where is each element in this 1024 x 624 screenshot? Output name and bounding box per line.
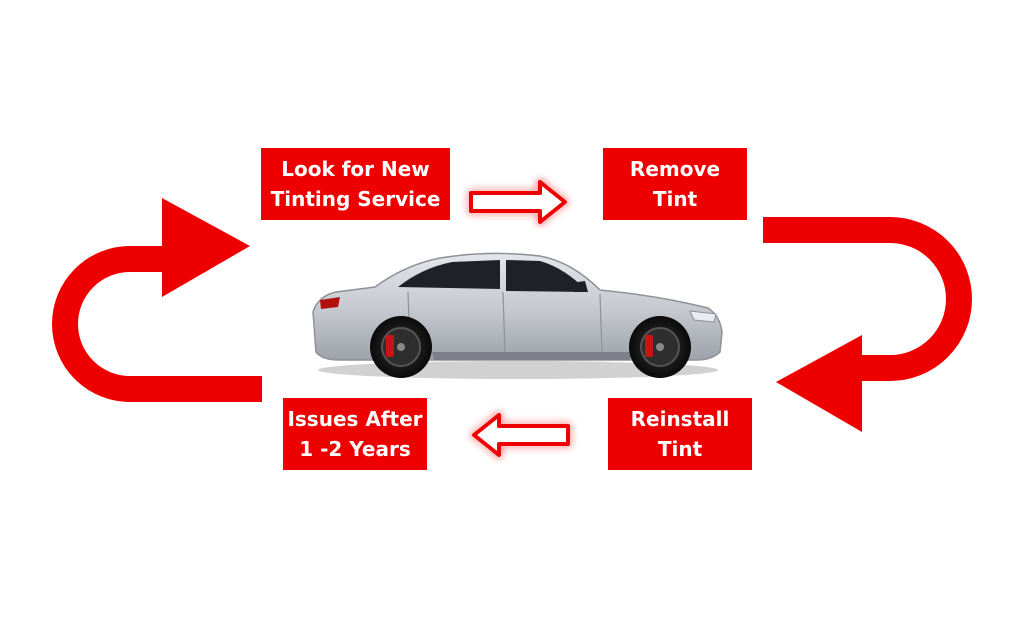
step-remove-tint: Remove Tint — [603, 148, 747, 220]
step-label-line1: Look for New — [281, 157, 430, 181]
step-label-line2: Tint — [657, 437, 703, 461]
front-wheel — [629, 316, 691, 378]
step-reinstall-tint: Reinstall Tint — [608, 398, 752, 470]
rear-wheel — [370, 316, 432, 378]
step-label-line1: Remove — [629, 157, 721, 181]
step-label-line2: 1 -2 Years — [299, 437, 411, 461]
arrow-right-icon — [469, 180, 567, 224]
right-loop-arrowhead — [776, 335, 862, 432]
right-loop-arrow — [763, 217, 972, 432]
arrow-left-icon — [472, 413, 570, 457]
step-label-line1: Reinstall — [630, 407, 730, 431]
step-issues-after-years: Issues After 1 -2 Years — [283, 398, 427, 470]
u-turn-down-left-icon — [763, 217, 972, 381]
left-loop-arrow — [52, 198, 262, 402]
step-label-line1: Issues After — [287, 407, 423, 431]
step-look-for-new-tinting-service: Look for New Tinting Service — [261, 148, 450, 220]
step-label-line2: Tinting Service — [270, 187, 441, 211]
u-turn-up-right-icon — [52, 246, 262, 402]
sedan-car-icon — [312, 252, 723, 379]
step-label-line2: Tint — [652, 187, 698, 211]
left-loop-arrowhead — [162, 198, 250, 297]
